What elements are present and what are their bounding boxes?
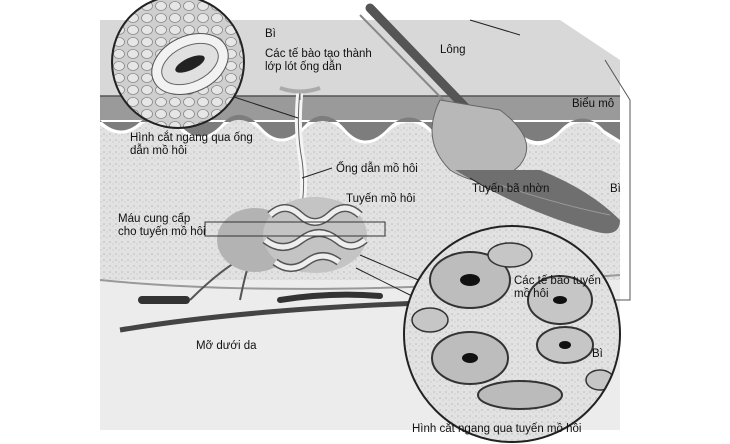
label-sebaceous-gland: Tuyến bã nhờn (472, 183, 550, 195)
sweat-gland (204, 197, 386, 273)
duct-cross-section-inset (111, 0, 245, 129)
label-blood-supply: Máu cung cấp cho tuyến mồ hôi (118, 213, 206, 238)
label-duct-cross-section: Hình cắt ngang qua ống dẫn mồ hôi (130, 132, 253, 157)
label-gland-cells: Các tế bào tuyến mồ hôi (514, 275, 601, 300)
label-sweat-gland: Tuyến mồ hôi (346, 193, 416, 205)
label-bi-circle: Bì (592, 348, 603, 360)
sebaceous-gland (455, 170, 620, 234)
label-bi-right: Bì (610, 183, 621, 195)
gland-cross-section-inset (403, 225, 621, 443)
label-duct-lining-cells: Các tế bào tạo thành lớp lót ống dẫn (265, 48, 372, 73)
label-hair: Lông (440, 44, 466, 56)
label-subcutaneous-fat: Mỡ dưới da (196, 340, 257, 352)
label-gland-cross-section: Hình cắt ngang qua tuyến mồ hôi (412, 423, 582, 435)
pointer-lines (227, 19, 521, 301)
label-epidermis: Biểu mô (572, 98, 615, 110)
hair-shaft (359, 3, 528, 182)
label-bi-top: Bì (265, 28, 276, 40)
label-sweat-duct: Ống dẫn mồ hôi (336, 163, 418, 175)
